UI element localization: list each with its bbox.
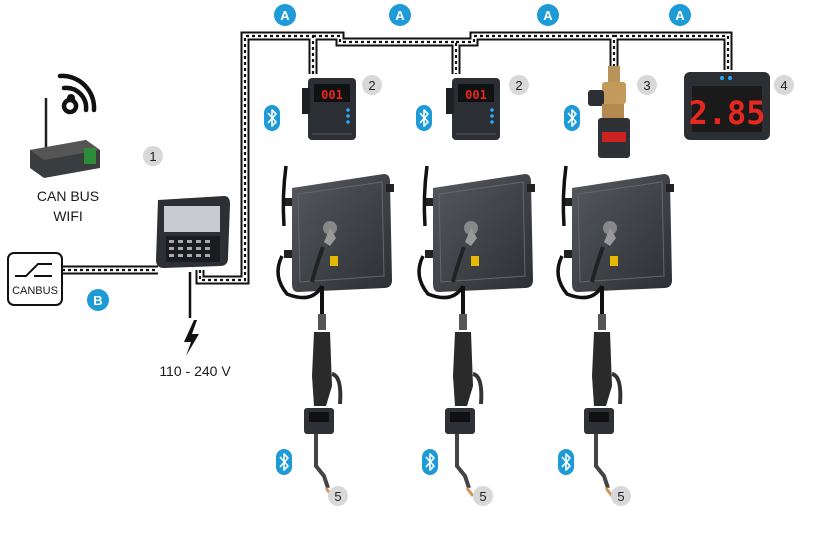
svg-text:A: A — [280, 8, 290, 23]
svg-text:5: 5 — [617, 489, 624, 504]
canbus-signal-icon — [15, 263, 52, 277]
badge-a: A — [669, 4, 691, 26]
svg-text:2: 2 — [515, 78, 522, 93]
gateway-label-line1: CAN BUS — [37, 188, 99, 204]
number-badge-1: 1 — [143, 146, 163, 166]
badge-b: B — [87, 289, 109, 311]
bluetooth-icon — [563, 104, 581, 132]
power-label: 110 - 240 V — [159, 363, 231, 379]
wifi-icon — [57, 73, 97, 115]
can-bus-wifi-gateway — [30, 73, 100, 178]
power-bolt-icon — [184, 320, 199, 356]
svg-text:4: 4 — [780, 78, 787, 93]
bluetooth-icon — [415, 104, 433, 132]
canbus-box: CANBUS — [7, 252, 63, 306]
number-badge-5: 5 — [611, 486, 631, 506]
meter-display: 001 — [321, 88, 343, 102]
svg-text:2: 2 — [368, 78, 375, 93]
can-bus-line-a — [195, 31, 733, 285]
meter-device-1: 001 — [301, 77, 357, 141]
bluetooth-icon — [421, 448, 439, 476]
svg-text:A: A — [395, 8, 405, 23]
svg-text:B: B — [93, 293, 102, 308]
number-badge-3: 3 — [637, 75, 657, 95]
svg-text:1: 1 — [149, 149, 156, 164]
badge-a: A — [389, 4, 411, 26]
number-badge-2: 2 — [362, 75, 382, 95]
svg-text:A: A — [675, 8, 685, 23]
number-badge-5: 5 — [473, 486, 493, 506]
svg-text:A: A — [543, 8, 553, 23]
bluetooth-icon — [557, 448, 575, 476]
svg-text:5: 5 — [334, 489, 341, 504]
svg-text:5: 5 — [479, 489, 486, 504]
svg-text:3: 3 — [643, 78, 650, 93]
bluetooth-icon — [275, 448, 293, 476]
canbus-box-label: CANBUS — [12, 285, 58, 297]
number-badge-4: 4 — [774, 75, 794, 95]
hose-reel-2 — [417, 164, 537, 498]
badge-a: A — [537, 4, 559, 26]
bluetooth-icon — [263, 104, 281, 132]
hose-reel-1 — [276, 164, 396, 498]
badge-a: A — [274, 4, 296, 26]
hose-reel-3 — [556, 164, 676, 498]
valve-device — [588, 66, 630, 158]
number-badge-5: 5 — [328, 486, 348, 506]
number-badge-2: 2 — [509, 75, 529, 95]
big-display-value: 2.85 — [688, 94, 765, 132]
controller-unit — [156, 196, 230, 268]
gateway-label-line2: WIFI — [53, 208, 83, 224]
meter-display: 001 — [465, 88, 487, 102]
big-display-device: 2.85 — [684, 72, 770, 140]
meter-device-2: 001 — [445, 77, 501, 141]
